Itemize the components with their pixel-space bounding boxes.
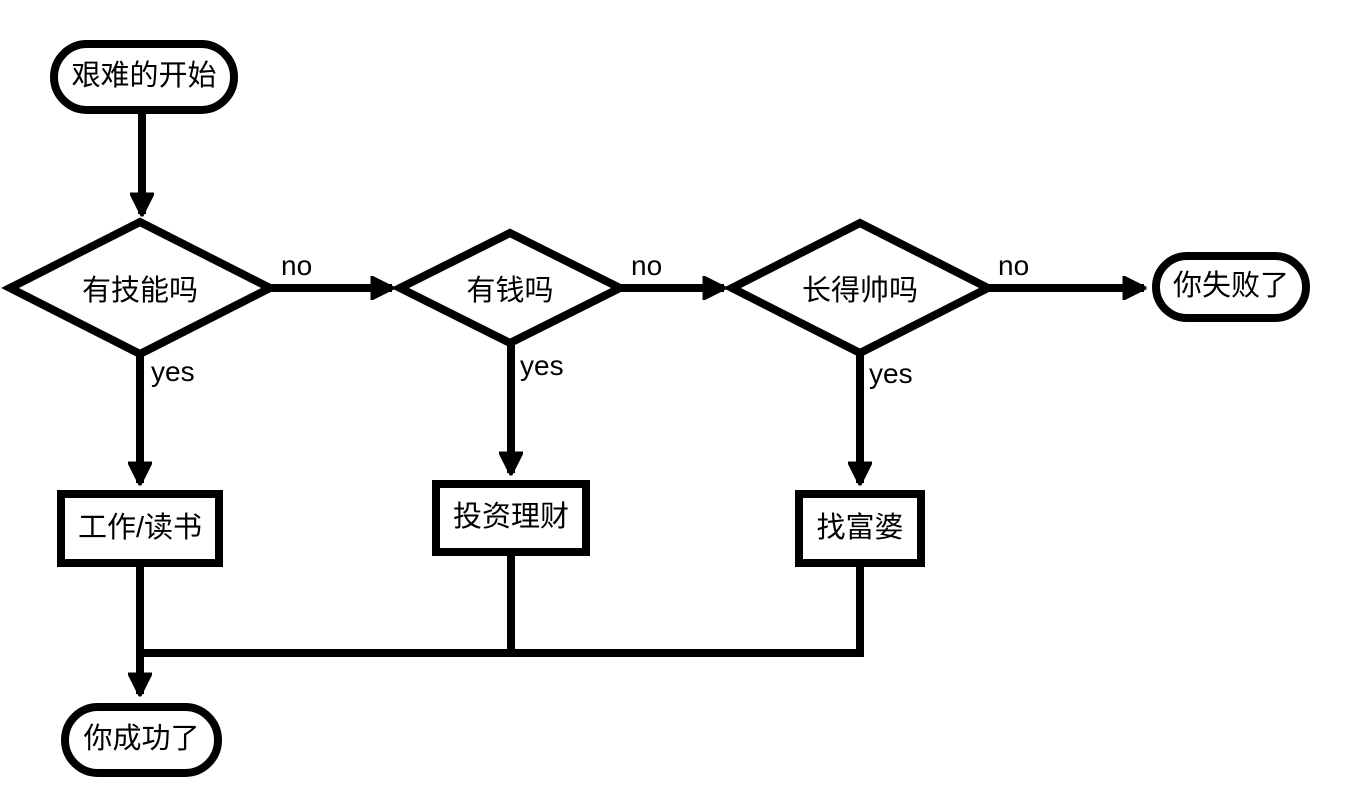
node-fail-label: 你失败了 bbox=[1172, 270, 1289, 303]
decision-is-handsome-label: 长得帅吗 bbox=[801, 275, 918, 307]
process-work-study-label: 工作/读书 bbox=[77, 511, 203, 544]
process-work-study: 工作/读书 bbox=[57, 490, 223, 567]
process-find-rich-woman-label: 找富婆 bbox=[816, 511, 904, 544]
edge-label-yes-2: yes bbox=[520, 350, 564, 381]
edge-label-no-2: no bbox=[631, 250, 663, 281]
node-success-label: 你成功了 bbox=[83, 723, 200, 756]
decision-has-money-label: 有钱吗 bbox=[466, 275, 554, 307]
node-start-label: 艰难的开始 bbox=[71, 60, 217, 93]
edge-label-no-3: no bbox=[998, 250, 1030, 281]
edge-label-yes-1: yes bbox=[151, 356, 195, 387]
decision-is-handsome-shape bbox=[723, 218, 997, 358]
decision-has-skill-label: 有技能吗 bbox=[81, 275, 198, 307]
node-fail: 你失败了 bbox=[1152, 252, 1310, 322]
decision-has-skill-shape bbox=[1, 217, 279, 359]
node-start: 艰难的开始 bbox=[50, 40, 238, 114]
decision-has-money-shape bbox=[391, 228, 629, 348]
process-find-rich-woman: 找富婆 bbox=[795, 490, 925, 567]
node-success: 你成功了 bbox=[61, 703, 222, 777]
process-invest: 投资理财 bbox=[432, 480, 590, 556]
edge-label-yes-3: yes bbox=[869, 358, 913, 389]
process-invest-label: 投资理财 bbox=[452, 501, 569, 534]
edge-label-no-1: no bbox=[281, 250, 313, 281]
